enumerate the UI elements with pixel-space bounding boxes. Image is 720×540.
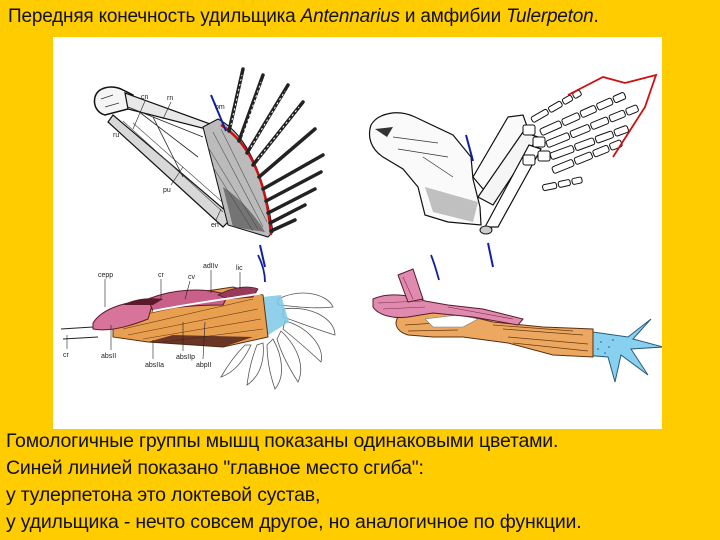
label-ru: ru — [113, 132, 119, 139]
label-pu: pu — [163, 187, 171, 194]
antennarius-skeleton-figure: cn rn ru bm pu en — [93, 67, 325, 268]
label-en: en — [211, 222, 219, 229]
label-absII: absII — [101, 353, 116, 360]
caption-line-3: у тулерпетона это локтевой сустав, — [6, 484, 321, 506]
figure-panel: cn rn ru bm pu en — [53, 37, 662, 429]
label-bm: bm — [215, 104, 225, 111]
label-cr-bottom: cr — [63, 352, 70, 359]
title-middle: и амфибии — [399, 6, 507, 27]
muscle-labels-antennarius: cepp cr cv adIIv lic cr absII absIIa abs… — [63, 263, 243, 369]
title-prefix: Передняя конечность удильщика — [8, 6, 301, 27]
slide-title: Передняя конечность удильщика Antennariu… — [8, 6, 599, 28]
caption-line-4: у удильщика - нечто совсем другое, но ан… — [6, 511, 582, 533]
slide-caption: Гомологичные группы мышц показаны одинак… — [6, 428, 582, 536]
title-genus-antennarius: Antennarius — [300, 6, 400, 27]
label-abpII: abpII — [196, 362, 212, 369]
label-adIIv: adIIv — [203, 263, 219, 270]
label-rn: rn — [167, 95, 173, 102]
label-cr-top: cr — [158, 272, 165, 279]
title-genus-tulerpeton: Tulerpeton — [506, 6, 594, 27]
label-absIIp: absIIp — [176, 354, 195, 361]
label-absIIa: absIIa — [145, 362, 164, 369]
label-lic: lic — [236, 265, 243, 272]
tulerpeton-muscles-figure — [372, 254, 662, 383]
title-suffix: . — [593, 6, 599, 27]
antennarius-muscles-figure: cepp cr cv adIIv lic cr absII absIIa abs… — [60, 254, 336, 390]
caption-line-1: Гомологичные группы мышц показаны одинак… — [6, 430, 559, 452]
caption-line-2: Синей линией показано "главное место сги… — [6, 457, 424, 479]
label-cn: cn — [141, 94, 149, 101]
label-cv: cv — [188, 274, 196, 281]
tulerpeton-skeleton-figure — [368, 73, 658, 268]
label-cepp: cepp — [98, 272, 113, 279]
